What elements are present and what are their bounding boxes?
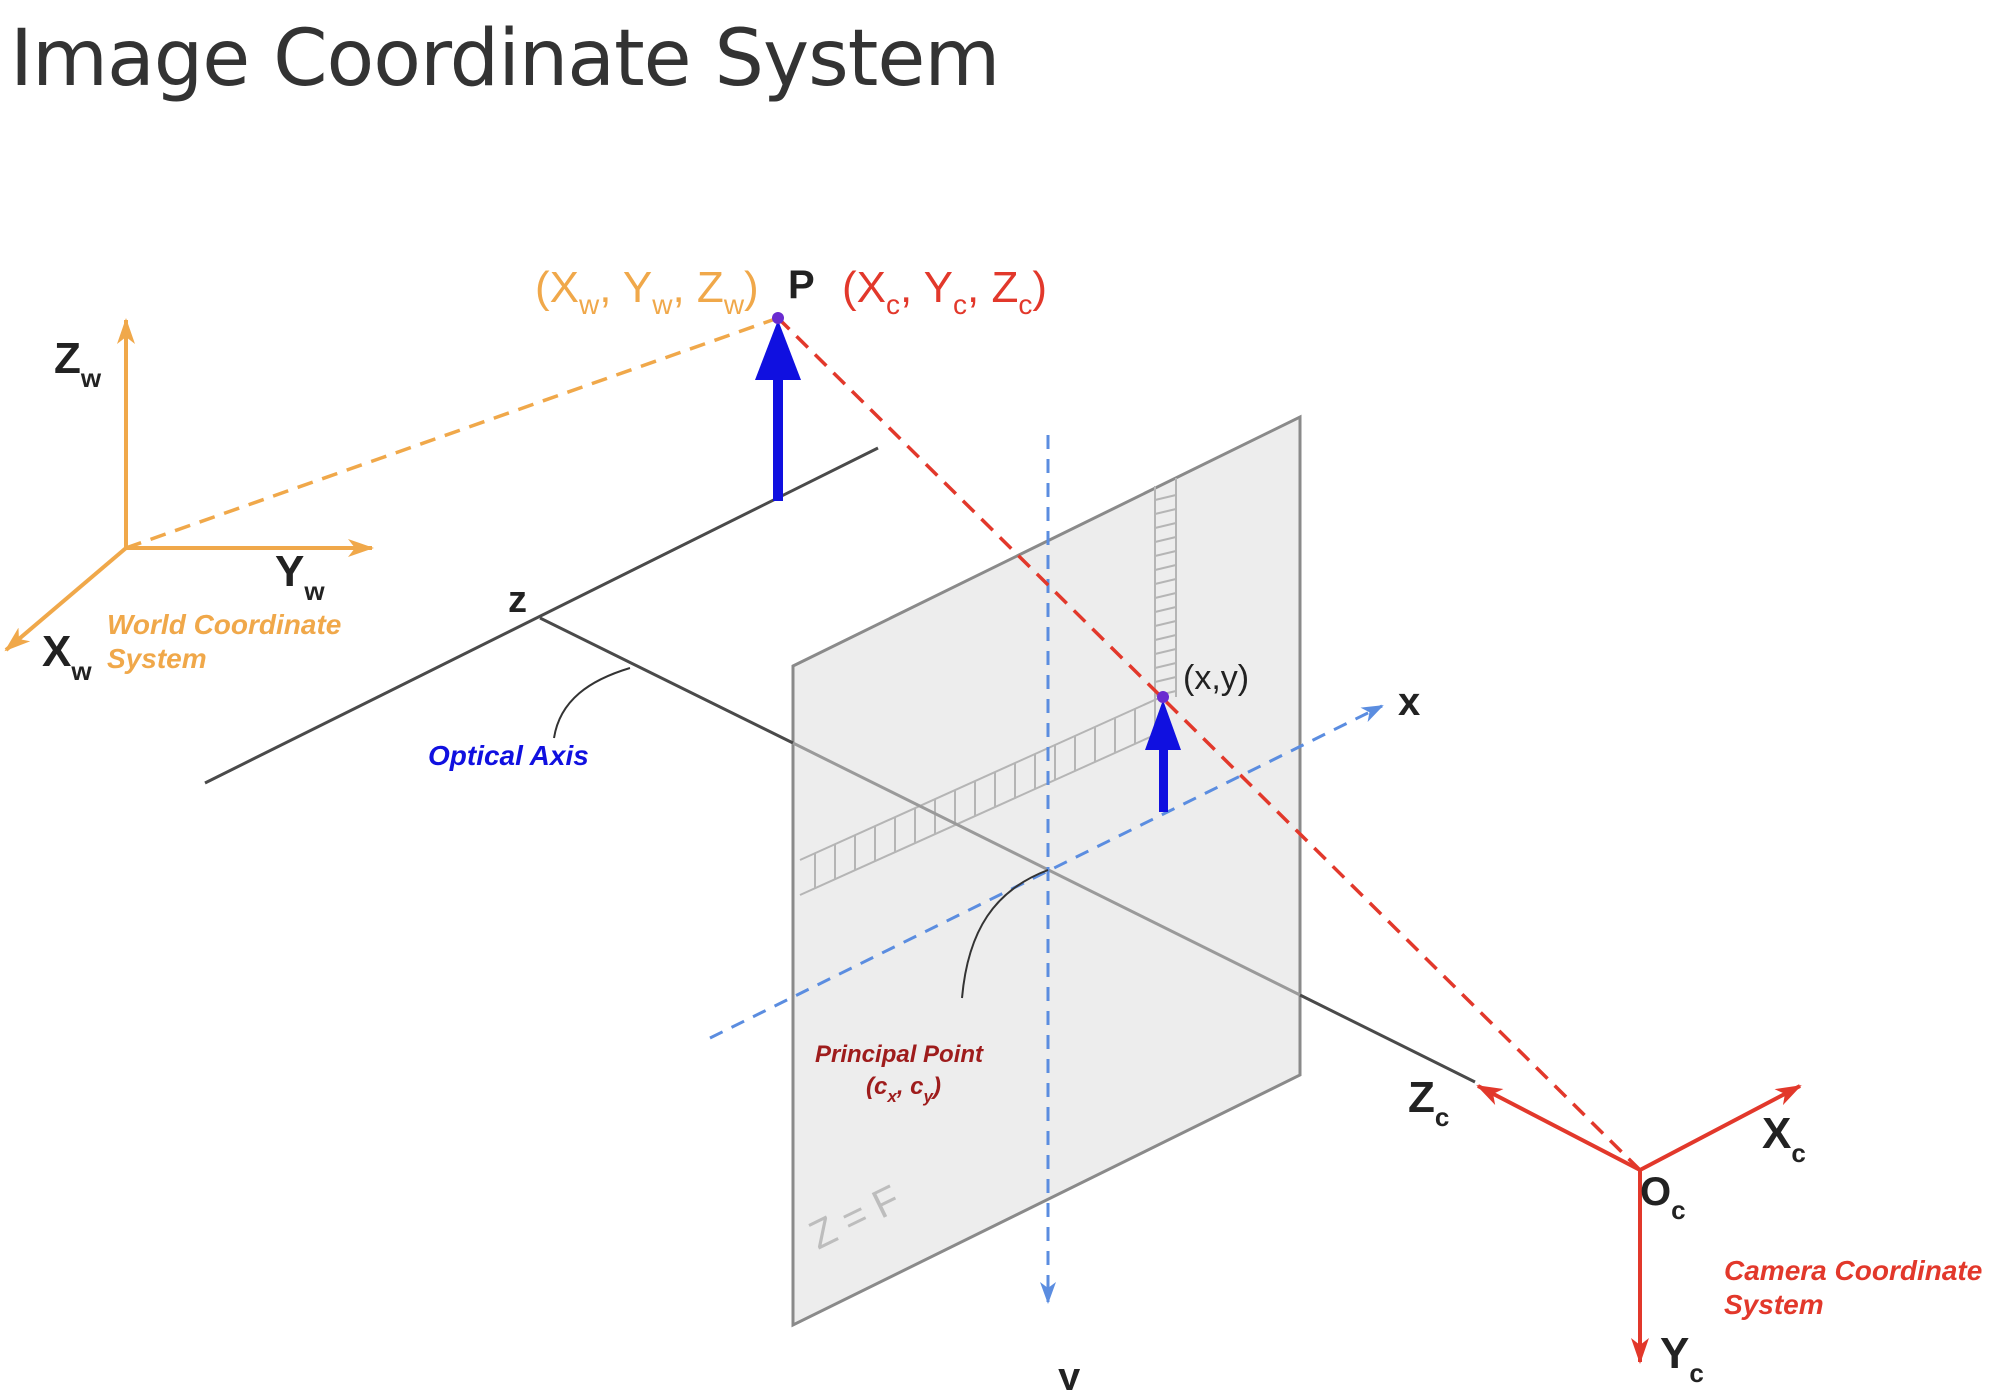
optical-axis-leader <box>553 667 631 739</box>
camera-frame <box>1476 1084 1802 1364</box>
optical-axis-label: Optical Axis <box>428 740 589 771</box>
camera-system-label-2: System <box>1724 1289 1824 1320</box>
point-height-arrow <box>755 320 801 501</box>
label-yw: Yw <box>275 547 325 606</box>
guide-tick <box>1154 620 1177 627</box>
guide-tick <box>1154 564 1177 571</box>
world-ground-line <box>204 446 879 785</box>
world-xw-axis <box>4 546 128 652</box>
label-zw: Zw <box>54 334 102 393</box>
label-zc: Zc <box>1408 1073 1449 1132</box>
label-x: x <box>1398 680 1420 724</box>
guide-tick <box>1154 494 1177 501</box>
guide-tick <box>1154 550 1177 557</box>
label-oc: Oc <box>1640 1170 1686 1225</box>
guide-tick <box>1154 508 1177 515</box>
world-frame <box>4 318 374 652</box>
page-title: Image Coordinate System <box>10 14 1000 104</box>
guide-tick <box>1154 536 1177 543</box>
camera-system-label-1: Camera Coordinate <box>1724 1255 1982 1286</box>
label-xw: Xw <box>42 627 92 686</box>
optical-axis-back <box>1299 993 1476 1084</box>
guide-tick <box>1154 662 1177 669</box>
world-system-label-1: World Coordinate <box>107 609 341 640</box>
guide-tick <box>1154 522 1177 529</box>
projection-guide-ticks <box>799 478 1177 896</box>
principal-point-label: Principal Point <box>815 1041 984 1068</box>
optical-axis-front <box>539 616 794 745</box>
image-height-arrow <box>1145 700 1181 812</box>
p-camera-coords: (Xc, Yc, Zc) <box>842 263 1047 320</box>
guide-tick <box>1154 634 1177 641</box>
guide-tick <box>1154 592 1177 599</box>
image-point-label: (x,y) <box>1183 659 1249 697</box>
image-x-axis <box>709 704 1384 1040</box>
camera-zc-axis <box>1476 1084 1641 1172</box>
p-name: P <box>788 263 815 307</box>
camera-xc-axis <box>1639 1084 1802 1172</box>
p-world-coords: (Xw, Yw, Zw) <box>535 263 759 320</box>
guide-tick <box>1154 606 1177 613</box>
principal-point-leader <box>961 869 1049 999</box>
guide-tick <box>1154 648 1177 655</box>
label-yc: Yc <box>1660 1329 1704 1388</box>
world-system-label-2: System <box>107 643 207 674</box>
guide-tick <box>1154 676 1177 683</box>
label-xc: Xc <box>1762 1109 1806 1168</box>
image-point-dot <box>1157 691 1169 703</box>
point-p-dot <box>772 312 784 324</box>
principal-point-coords: (cx, cy) <box>866 1073 941 1106</box>
label-y: y <box>1058 1355 1081 1390</box>
guide-tick <box>1154 578 1177 585</box>
label-z: z <box>508 579 527 621</box>
world-to-p-ray <box>125 316 779 550</box>
p-to-camera-ray <box>776 316 1642 1172</box>
